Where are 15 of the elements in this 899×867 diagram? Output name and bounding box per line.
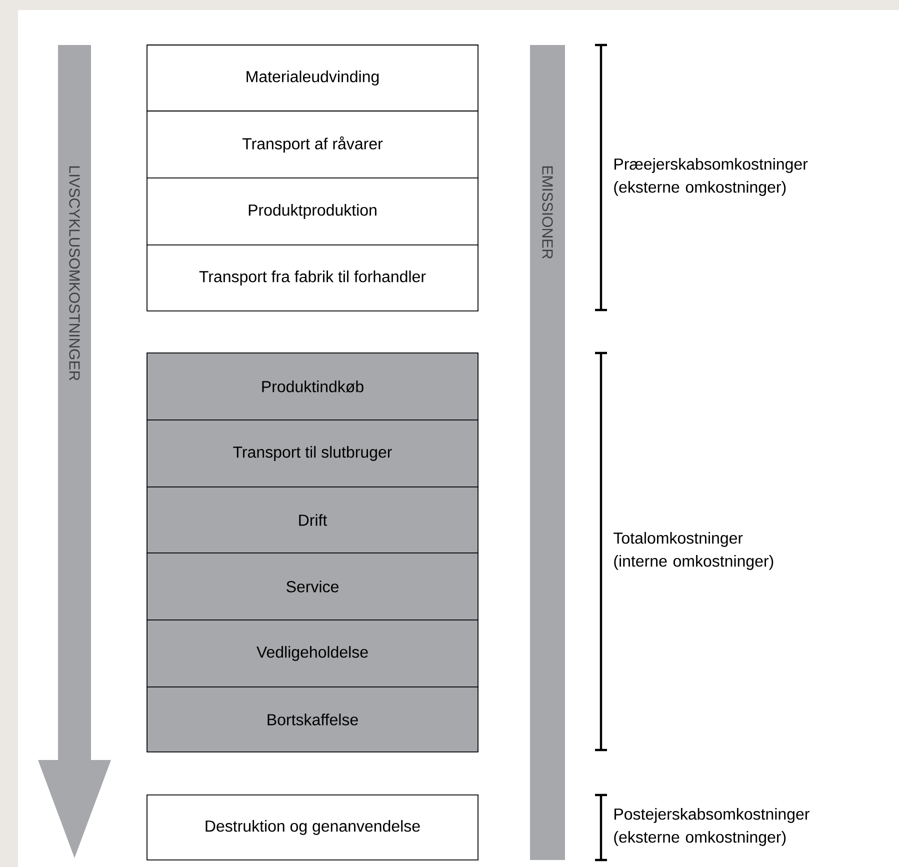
process-box: Produktindkøb <box>146 352 478 420</box>
bracket-label: Totalomkostninger (interne omkostninger) <box>614 532 774 570</box>
process-box: Destruktion og genanvendelse <box>146 794 478 860</box>
process-box: Materialeudvinding <box>146 44 478 112</box>
process-box: Produktproduktion <box>146 178 478 246</box>
process-box: Drift <box>146 486 478 554</box>
process-box: Transport af råvarer <box>146 110 478 178</box>
process-box: Bortskaffelse <box>146 686 478 752</box>
process-box: Transport fra fabrik til forhandler <box>146 244 478 312</box>
bracket-label: Præejerskabsomkostninger (eksterne omkostninger) <box>614 158 808 196</box>
process-box: Service <box>146 552 478 620</box>
process-box: Vedligeholdelse <box>146 620 478 688</box>
vertical-band: EMISSIONER <box>530 45 565 860</box>
process-box: Transport til slutbruger <box>146 420 478 488</box>
bracket-label: Postejerskabsomkostninger (eksterne omkostninger) <box>614 808 810 846</box>
